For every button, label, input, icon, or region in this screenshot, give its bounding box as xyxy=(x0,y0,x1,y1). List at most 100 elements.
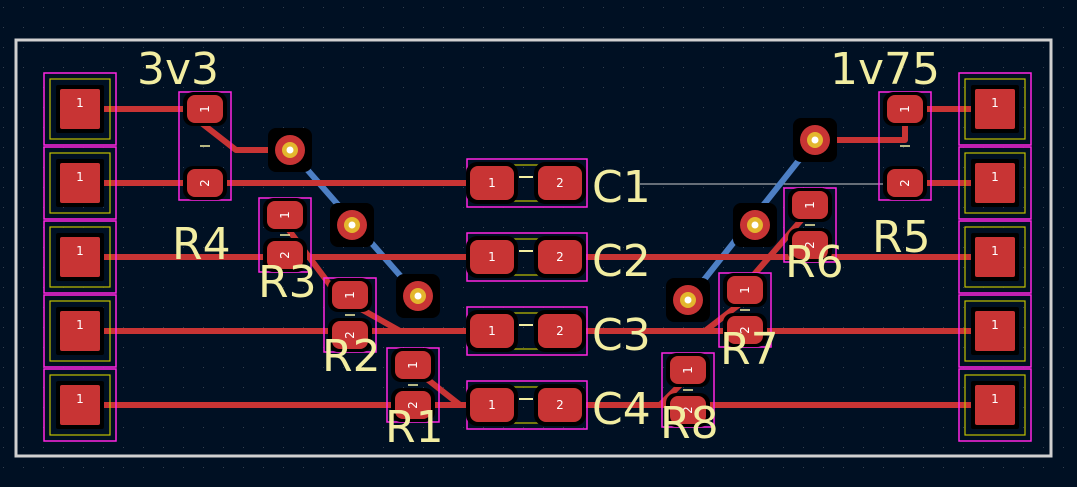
via-drill xyxy=(811,136,819,144)
label-1v75: 1v75 xyxy=(830,44,940,95)
c3-pad-two xyxy=(538,314,582,348)
r4-pad-two xyxy=(187,169,223,197)
right-connector-pad-number: 1 xyxy=(991,318,999,332)
r6-pad-two xyxy=(792,231,828,259)
c4-pad-number: 1 xyxy=(488,398,496,412)
c3-pad-one xyxy=(470,314,514,348)
right-connector-pad-number: 1 xyxy=(991,170,999,184)
right-connector-pad-number: 1 xyxy=(991,392,999,406)
left-connector-pad-number: 1 xyxy=(76,318,84,332)
r6-pad-number: 1 xyxy=(803,201,817,209)
r1-pad-number: 1 xyxy=(406,361,420,369)
left-connector-courtyard xyxy=(43,146,117,220)
r5-pad-number: 1 xyxy=(898,105,912,113)
c3-pad-number: 2 xyxy=(556,324,564,338)
r3-pad-number: 1 xyxy=(278,211,292,219)
c4-pad-two xyxy=(538,388,582,422)
left-connector-pad-5 xyxy=(60,385,100,425)
c2-pad-one xyxy=(470,240,514,274)
right-connector-fab xyxy=(964,374,1026,436)
left-connector-fab xyxy=(49,374,111,436)
label-r6: R6 xyxy=(785,237,844,288)
c4-pad-one xyxy=(470,388,514,422)
r7-pad-number: 2 xyxy=(738,326,752,334)
r3-pad-two xyxy=(267,241,303,269)
left-connector-courtyard xyxy=(43,72,117,146)
silkscreen-labels: 3v3 1v75 R4 R3 R2 R1 C1 C2 C3 C4 R8 R7 R… xyxy=(137,44,940,453)
r7-pad-one xyxy=(727,276,763,304)
label-r1: R1 xyxy=(385,402,444,453)
r3-pad-number: 2 xyxy=(278,251,292,259)
r7-pad-number: 1 xyxy=(738,286,752,294)
label-r3: R3 xyxy=(258,257,317,308)
c1-pad-one xyxy=(470,166,514,200)
r5-pad-one xyxy=(887,95,923,123)
label-r8: R8 xyxy=(660,398,719,449)
right-connector-fab xyxy=(964,300,1026,362)
r1-pad-number: 2 xyxy=(406,401,420,409)
vias-layer xyxy=(268,118,837,322)
via-drill xyxy=(348,221,356,229)
r2-pad-one xyxy=(332,281,368,309)
left-connector-fab xyxy=(49,300,111,362)
right-connector-courtyard xyxy=(958,146,1032,220)
r8-pad-one xyxy=(670,356,706,384)
left-connector-pad-number: 1 xyxy=(76,96,84,110)
right-connector-courtyard xyxy=(958,368,1032,442)
left-connector-pad-number: 1 xyxy=(76,392,84,406)
r8-pad-number: 1 xyxy=(681,366,695,374)
right-connector-fab xyxy=(964,152,1026,214)
right-connector-pad-number: 1 xyxy=(991,96,999,110)
r4-pad-number: 1 xyxy=(198,105,212,113)
right-connector-pad-number: 1 xyxy=(991,244,999,258)
r4-pad-one xyxy=(187,95,223,123)
via-drill xyxy=(414,292,422,300)
r1-pad-two xyxy=(395,391,431,419)
label-c4: C4 xyxy=(592,384,651,435)
right-connector-courtyard xyxy=(958,72,1032,146)
c2-pad-number: 1 xyxy=(488,250,496,264)
r5-pad-two xyxy=(887,169,923,197)
left-connector-courtyard xyxy=(43,220,117,294)
c4-pad-number: 2 xyxy=(556,398,564,412)
via-drill xyxy=(684,296,692,304)
left-connector-courtyard xyxy=(43,294,117,368)
right-connector-pad-5 xyxy=(975,385,1015,425)
left-connector-pad-4 xyxy=(60,311,100,351)
left-connector-pad-3 xyxy=(60,237,100,277)
left-connector-courtyard xyxy=(43,368,117,442)
board-outline xyxy=(14,38,1053,458)
r3-pad-one xyxy=(267,201,303,229)
via-drill xyxy=(751,221,759,229)
r1-pad-one xyxy=(395,351,431,379)
left-connector-pad-1 xyxy=(60,89,100,129)
left-connector-fab xyxy=(49,152,111,214)
r6-pad-number: 2 xyxy=(803,241,817,249)
label-r4: R4 xyxy=(172,219,231,270)
r8-pad-two xyxy=(670,396,706,424)
right-connector-pad-2 xyxy=(975,163,1015,203)
c1-pad-number: 2 xyxy=(556,176,564,190)
c3-pad-number: 1 xyxy=(488,324,496,338)
r7-pad-two xyxy=(727,316,763,344)
c2-pad-two xyxy=(538,240,582,274)
right-connector-fab xyxy=(964,226,1026,288)
r2-pad-two xyxy=(332,321,368,349)
left-connector-fab xyxy=(49,78,111,140)
label-c1: C1 xyxy=(592,162,651,213)
left-connector-pad-number: 1 xyxy=(76,170,84,184)
right-connector-courtyard xyxy=(958,220,1032,294)
c2-pad-number: 2 xyxy=(556,250,564,264)
label-c2: C2 xyxy=(592,236,651,287)
r8-pad-number: 2 xyxy=(681,406,695,414)
right-connector-fab xyxy=(964,78,1026,140)
c1-pad-number: 1 xyxy=(488,176,496,190)
label-r2: R2 xyxy=(322,331,381,382)
label-r7: R7 xyxy=(720,324,779,375)
label-c3: C3 xyxy=(592,310,651,361)
left-connector-fab xyxy=(49,226,111,288)
label-3v3: 3v3 xyxy=(137,44,219,95)
left-connector-pad-number: 1 xyxy=(76,244,84,258)
